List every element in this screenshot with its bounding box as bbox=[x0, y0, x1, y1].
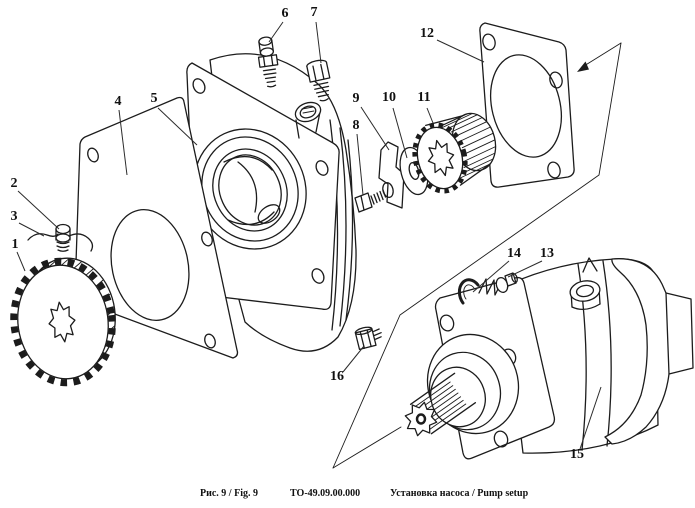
callout-leader-9 bbox=[360, 106, 390, 151]
callout-leader-7 bbox=[315, 21, 322, 64]
callout-number-10: 10 bbox=[382, 90, 396, 105]
callout-leader-3 bbox=[18, 222, 45, 237]
callout-number-3: 3 bbox=[11, 209, 18, 224]
callout-leader-6 bbox=[268, 21, 284, 43]
callout-number-5: 5 bbox=[151, 91, 158, 106]
pump-port-boss bbox=[569, 280, 601, 311]
callout-leader-8 bbox=[356, 133, 364, 196]
gasket-right bbox=[479, 22, 575, 188]
callout-number-7: 7 bbox=[311, 5, 318, 20]
threaded-port bbox=[294, 101, 322, 139]
arrow-icon bbox=[577, 61, 589, 72]
grease-fitting bbox=[257, 36, 279, 88]
callout-leader-16 bbox=[342, 345, 365, 373]
pump-bracket bbox=[582, 257, 694, 445]
callout-number-16: 16 bbox=[330, 369, 344, 384]
lock-wire bbox=[27, 233, 94, 252]
callout-leader-13 bbox=[507, 260, 543, 278]
callout-number-1: 1 bbox=[12, 237, 19, 252]
figure-title: Установка насоса / Pump setup bbox=[390, 488, 529, 499]
callout-number-11: 11 bbox=[417, 90, 430, 105]
callout-leader-15 bbox=[579, 386, 602, 450]
callout-leader-10 bbox=[392, 107, 408, 159]
callout-leader-5 bbox=[157, 107, 198, 146]
callout-number-2: 2 bbox=[11, 176, 18, 191]
document-number: ТО-49.09.00.000 bbox=[290, 488, 361, 499]
callout-number-8: 8 bbox=[353, 118, 360, 133]
figure-label: Рис. 9 / Fig. 9 bbox=[200, 488, 258, 499]
callout-number-4: 4 bbox=[115, 94, 122, 109]
callout-number-13: 13 bbox=[540, 246, 554, 261]
callout-leader-12 bbox=[436, 39, 485, 63]
pump-hub bbox=[426, 333, 520, 435]
callout-number-9: 9 bbox=[353, 91, 360, 106]
callout-leader-14 bbox=[472, 260, 510, 293]
housing-bore bbox=[193, 128, 307, 250]
callout-leader-11 bbox=[426, 107, 434, 124]
callout-number-6: 6 bbox=[282, 6, 289, 21]
lock-ring bbox=[457, 278, 480, 305]
bolt-8 bbox=[354, 189, 387, 213]
callout-leader-1 bbox=[16, 251, 26, 272]
bolt-16 bbox=[354, 326, 382, 351]
callout-leader-4 bbox=[118, 109, 128, 176]
lock-plate bbox=[378, 141, 405, 209]
callout-number-14: 14 bbox=[507, 246, 521, 261]
pump-shaft bbox=[404, 372, 477, 437]
callout-number-15: 15 bbox=[570, 447, 584, 462]
gasket-left bbox=[74, 96, 239, 359]
plug-bolt bbox=[306, 59, 331, 102]
detail-view-pointer bbox=[332, 42, 622, 469]
drive-gear bbox=[10, 257, 116, 387]
idler-gear bbox=[412, 112, 497, 194]
gear-bolt bbox=[55, 223, 71, 252]
callout-number-12: 12 bbox=[420, 26, 434, 41]
figure-caption: Рис. 9 / Fig. 9 ТО-49.09.00.000 Установк… bbox=[0, 488, 695, 504]
callout-leader-2 bbox=[17, 190, 60, 230]
